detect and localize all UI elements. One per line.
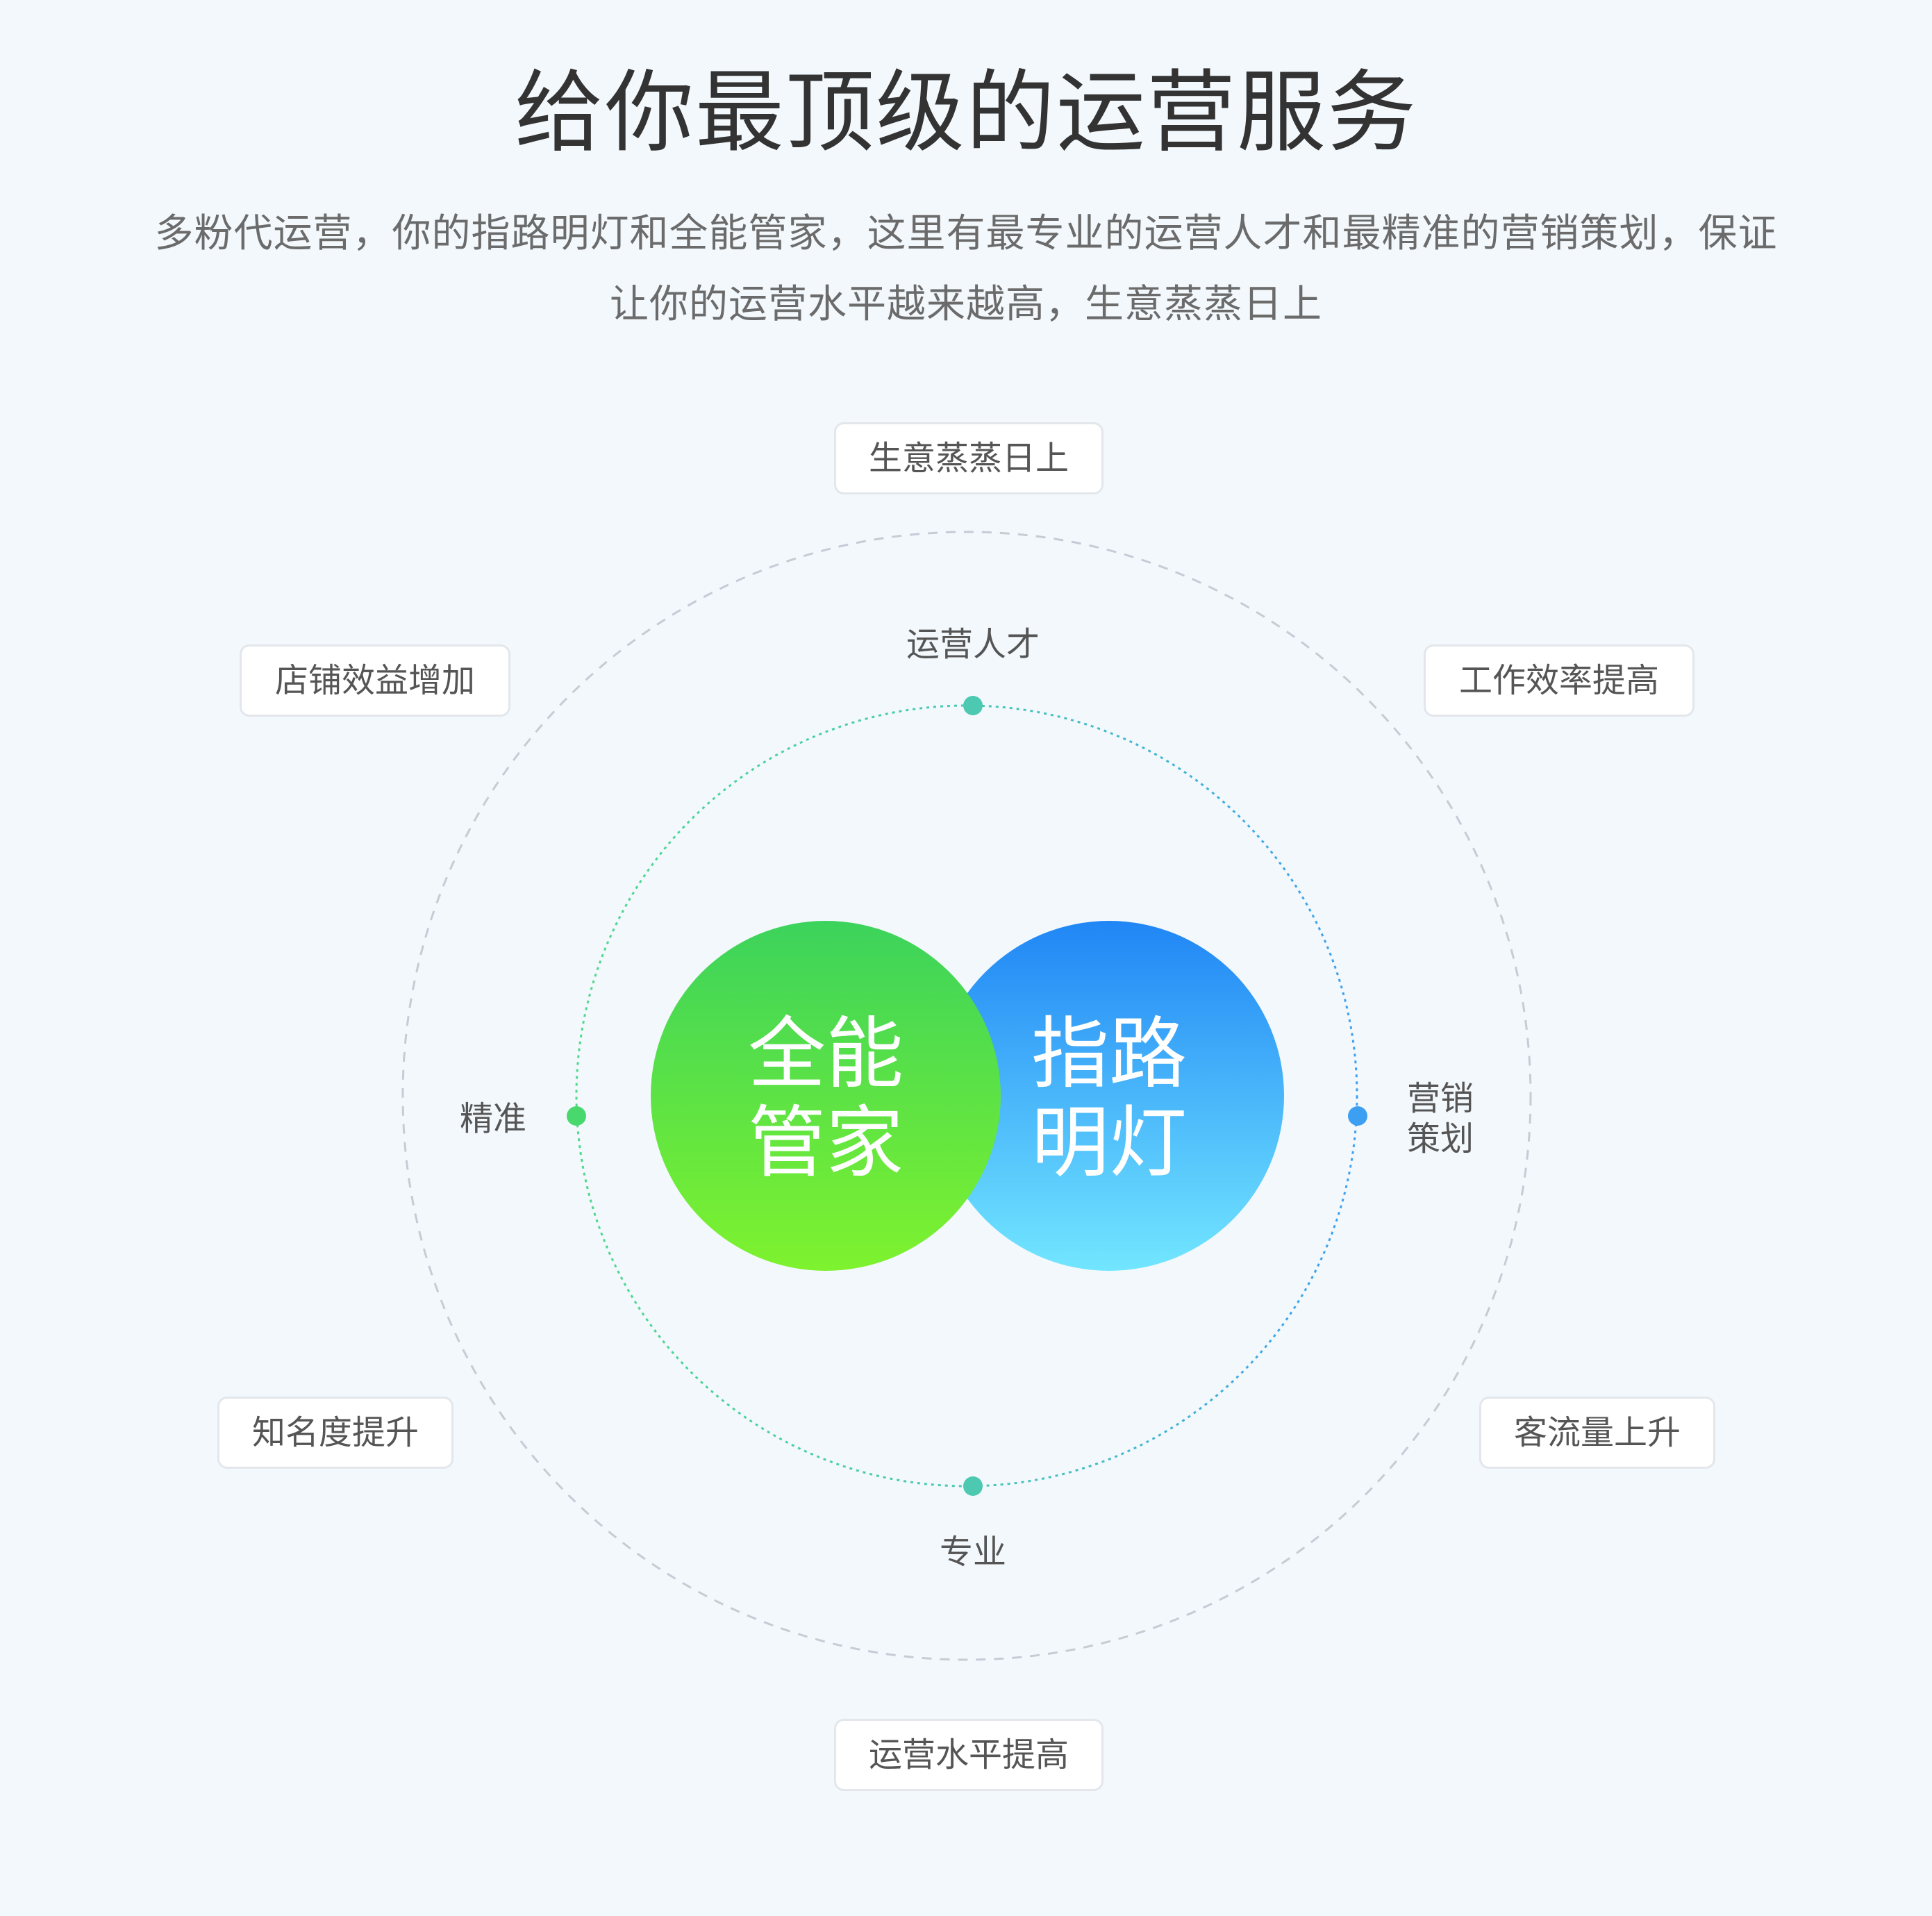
- green-bubble: [651, 921, 1001, 1271]
- orbit-label-bottom: 专业: [939, 1533, 1006, 1572]
- page-subtitle: 多粉代运营，你的指路明灯和全能管家，这里有最专业的运营人才和最精准的营销策划，保…: [118, 199, 1814, 340]
- blue-bubble-text: 指路 明灯: [1005, 1010, 1213, 1188]
- green-bubble-line-1: 全能: [748, 1009, 903, 1099]
- outer-dashed-ring: [401, 531, 1532, 1661]
- tag-top-left: 店铺效益增加: [240, 644, 510, 717]
- green-bubble-line-2: 管家: [748, 1098, 903, 1188]
- tag-bottom-left: 知名度提升: [217, 1397, 453, 1469]
- orbit-dot-left: [567, 1106, 586, 1126]
- blue-bubble: [934, 921, 1284, 1271]
- tag-top-right: 工作效率提高: [1424, 644, 1694, 717]
- orbit-label-right-line-1: 营销: [1407, 1079, 1474, 1118]
- blue-bubble-line-2: 明灯: [1031, 1098, 1187, 1188]
- tag-top: 生意蒸蒸日上: [834, 422, 1104, 494]
- tag-bottom: 运营水平提高: [834, 1719, 1104, 1791]
- green-bubble-text: 全能 管家: [722, 1010, 930, 1188]
- orbit-dot-top: [963, 696, 983, 715]
- orbit-label-left: 精准: [460, 1099, 527, 1138]
- orbit-label-right: 营销 策划: [1407, 1078, 1474, 1159]
- orbit-dot-right: [1348, 1106, 1367, 1126]
- page-title: 给你最顶级的运营服务: [514, 61, 1417, 165]
- orbit-label-top: 运营人才: [906, 625, 1040, 664]
- subtitle-line-1: 多粉代运营，你的指路明灯和全能管家，这里有最专业的运营人才和最精准的营销策划，保…: [154, 211, 1778, 256]
- orbit-label-right-line-2: 策划: [1407, 1119, 1474, 1158]
- orbit-dot-bottom: [963, 1476, 983, 1496]
- blue-bubble-line-1: 指路: [1031, 1009, 1187, 1099]
- subtitle-line-2: 让你的运营水平越来越高，生意蒸蒸日上: [610, 282, 1322, 327]
- tag-bottom-right: 客流量上升: [1479, 1397, 1715, 1469]
